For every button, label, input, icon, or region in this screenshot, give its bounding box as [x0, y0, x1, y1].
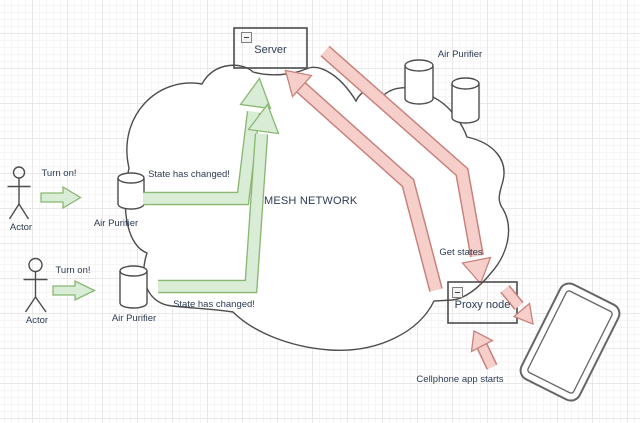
turn-on-label-1[interactable]: Turn on! [41, 168, 77, 179]
air-purifier-label-1[interactable]: Air Purifier [93, 218, 139, 229]
air-purifier-cylinder-2[interactable] [119, 265, 148, 309]
actor-label-1[interactable]: Actor [9, 222, 33, 233]
turn-on-arrow-1[interactable] [40, 185, 82, 210]
state-changed-arrow-2[interactable] [158, 103, 280, 294]
state-changed-label-1[interactable]: State has changed! [148, 169, 230, 180]
air-purifier-cylinder-4[interactable] [451, 77, 480, 124]
state-changed-label-2[interactable]: State has changed! [173, 299, 255, 310]
server-node[interactable] [233, 27, 308, 69]
actor-figure-2[interactable] [23, 257, 48, 313]
proxy-to-phone-arrow[interactable] [500, 285, 534, 326]
actor-figure-1[interactable] [7, 166, 31, 220]
proxy-node-label[interactable]: Proxy node [454, 299, 511, 311]
get-states-label[interactable]: Get states [439, 247, 483, 258]
server-label[interactable]: Server [254, 44, 287, 56]
server-collapse-icon[interactable] [241, 32, 252, 43]
air-purifier-cylinder-1[interactable] [117, 172, 145, 210]
app-start-arrow[interactable] [470, 329, 498, 370]
air-purifier-cylinder-3[interactable] [404, 59, 434, 105]
actor-label-2[interactable]: Actor [25, 315, 49, 326]
get-states-up-arrow[interactable] [284, 69, 443, 292]
cellphone[interactable] [517, 280, 623, 404]
get-states-down-arrow[interactable] [320, 45, 492, 285]
air-purifier-label-2[interactable]: Air Purifier [111, 313, 157, 324]
turn-on-arrow-2[interactable] [52, 279, 96, 302]
state-changed-arrow-1[interactable] [143, 77, 272, 206]
turn-on-label-2[interactable]: Turn on! [55, 265, 91, 276]
air-purifier-label-3[interactable]: Air Purifier [437, 49, 483, 60]
cellphone-app-starts-label[interactable]: Cellphone app starts [416, 374, 504, 385]
mesh-network-label[interactable]: MESH NETWORK [264, 195, 358, 207]
proxy-collapse-icon[interactable] [452, 287, 463, 298]
